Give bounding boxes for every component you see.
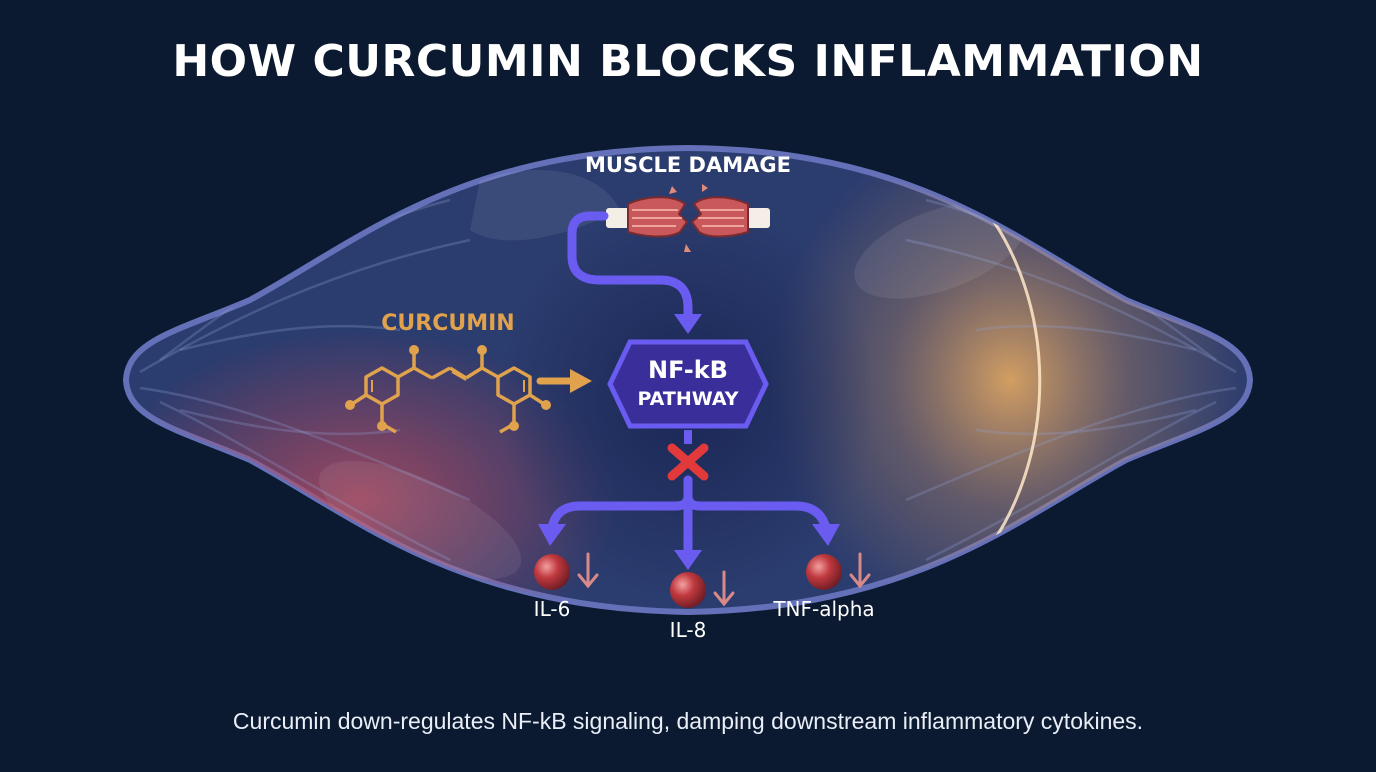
- damage-to-pathway-arrow: [567, 211, 693, 323]
- curcumin-atoms: [345, 345, 551, 431]
- cytokine-cell-icon: [534, 554, 570, 590]
- down-arrow-icon: [577, 552, 599, 589]
- muscle-sheen: [470, 170, 620, 241]
- pathway-label-line2: PATHWAY: [637, 388, 738, 410]
- muscle-sheen-right: [854, 201, 1026, 299]
- nfkb-pathway-node: NF-kB PATHWAY: [607, 339, 769, 429]
- down-arrow-icon: [849, 552, 871, 589]
- cytokine-il8: IL-8: [670, 570, 735, 642]
- cytokine-cell-icon: [670, 572, 706, 608]
- cytokine-tnf-alpha: TNF-alpha: [772, 552, 875, 621]
- curcumin-molecule-icon: [351, 352, 545, 434]
- curcumin-label: CURCUMIN: [381, 311, 514, 336]
- muscle-sheen-lower: [318, 461, 522, 579]
- curcumin-arrow-head: [570, 369, 592, 393]
- cytokine-il6: IL-6: [534, 552, 599, 621]
- trigger-label: MUSCLE DAMAGE: [585, 153, 791, 177]
- muscle-highlight-line: [976, 199, 1042, 561]
- cytokine-branch-arrows: [547, 475, 831, 557]
- cytokine-arrow-heads: [538, 524, 840, 570]
- damage-arrow-head: [674, 314, 702, 334]
- page-title: HOW CURCUMIN BLOCKS INFLAMMATION: [172, 36, 1204, 87]
- torn-muscle-icon: [606, 184, 770, 252]
- block-x-icon: [667, 443, 709, 481]
- cytokine-label: TNF-alpha: [772, 597, 874, 621]
- cytokine-label: IL-6: [534, 597, 571, 621]
- diagram-caption: Curcumin down-regulates NF-kB signaling,…: [232, 708, 1144, 734]
- down-arrow-icon: [713, 570, 735, 607]
- pathway-label-line1: NF-kB: [648, 356, 728, 384]
- cytokine-cell-icon: [806, 554, 842, 590]
- cytokine-label: IL-8: [670, 618, 707, 642]
